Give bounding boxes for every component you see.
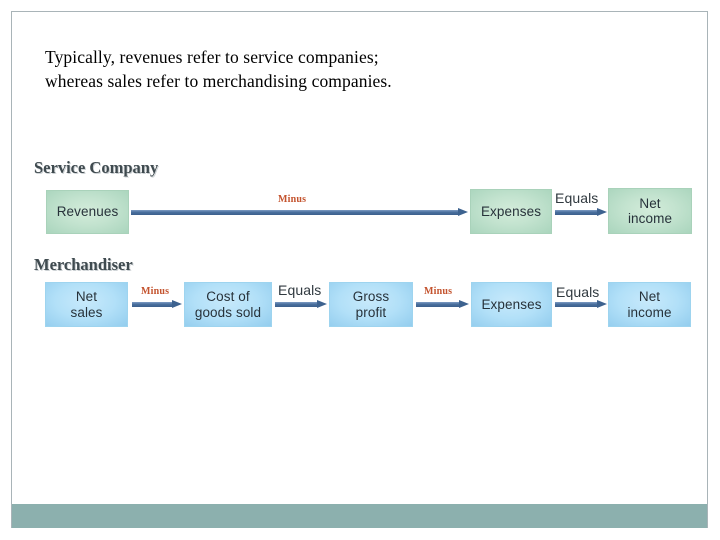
service-equals-arrow — [555, 208, 607, 217]
revenues-box-label: Revenues — [56, 204, 119, 220]
arrow-head — [597, 300, 607, 308]
merch-expenses-box: Expenses — [471, 282, 552, 327]
arrow-shaft — [555, 210, 597, 215]
arrow-head — [597, 208, 607, 216]
arrow-head — [172, 300, 182, 308]
net-sales-box: Net sales — [45, 282, 128, 327]
arrow-shaft — [275, 302, 317, 307]
merch-equals-arrow-1 — [275, 300, 327, 309]
merch-net-income-box: Net income — [608, 282, 691, 327]
cost-of-goods-sold-box-label: Cost of goods sold — [194, 289, 262, 320]
cost-of-goods-sold-box: Cost of goods sold — [184, 282, 272, 327]
service-expenses-box: Expenses — [470, 189, 552, 234]
gross-profit-box-label: Gross profit — [352, 289, 390, 320]
merch-minus-arrow-2 — [416, 300, 469, 309]
slide-heading: Typically, revenues refer to service com… — [45, 45, 665, 93]
heading-line-1: Typically, revenues refer to service com… — [45, 47, 379, 67]
arrow-head — [317, 300, 327, 308]
merch-minus-label-1: Minus — [141, 286, 170, 297]
arrow-shaft — [416, 302, 459, 307]
revenues-box: Revenues — [46, 190, 129, 234]
heading-line-2: whereas sales refer to merchandising com… — [45, 71, 392, 91]
merch-expenses-box-label: Expenses — [481, 296, 542, 312]
arrow-head — [459, 300, 469, 308]
arrow-head — [458, 208, 468, 216]
service-minus-label: Minus — [278, 194, 307, 205]
service-net-income-box: Net income — [608, 188, 692, 234]
arrow-shaft — [555, 302, 597, 307]
merch-equals-arrow-2 — [555, 300, 607, 309]
merch-equals-label-1: Equals — [278, 282, 322, 298]
slide-canvas: Typically, revenues refer to service com… — [11, 11, 708, 528]
footer-band — [12, 504, 707, 528]
service-expenses-box-label: Expenses — [480, 203, 542, 219]
gross-profit-box: Gross profit — [329, 282, 413, 327]
arrow-shaft — [132, 302, 172, 307]
service-minus-arrow — [131, 208, 468, 217]
service-equals-label: Equals — [555, 190, 599, 206]
arrow-shaft — [131, 210, 458, 215]
net-sales-box-label: Net sales — [70, 289, 103, 320]
merch-minus-arrow-1 — [132, 300, 182, 309]
section-label-service-company: Service Company — [34, 158, 159, 177]
service-net-income-box-label: Net income — [627, 195, 673, 227]
merch-minus-label-2: Minus — [424, 286, 453, 297]
merch-net-income-box-label: Net income — [627, 289, 672, 320]
merch-equals-label-2: Equals — [556, 284, 600, 300]
section-label-merchandiser: Merchandiser — [34, 255, 133, 274]
